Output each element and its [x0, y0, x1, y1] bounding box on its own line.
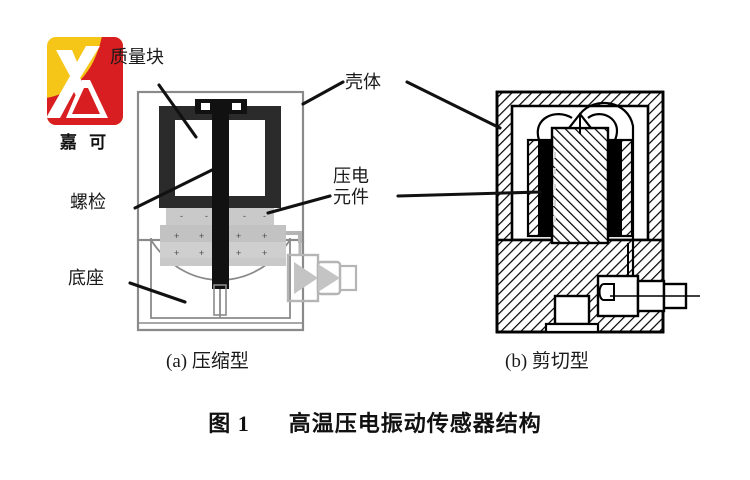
bottom-flange-b — [544, 322, 600, 334]
svg-text:+: + — [236, 231, 241, 241]
leader-housing-right — [405, 80, 502, 130]
wire-loop-left-b — [536, 113, 573, 141]
electrode-marks-b — [553, 152, 556, 222]
connector-arrow-2-a — [318, 264, 340, 292]
screw-shank-a — [212, 99, 229, 289]
leader-housing-left — [301, 80, 345, 106]
callout-piezo-line2: 元件 — [333, 186, 369, 207]
screw-tip-a — [213, 284, 227, 316]
leader-piezo-a — [266, 194, 332, 215]
bottom-block-b — [553, 294, 591, 326]
diagram-a-compression: -- -- ++ ++ ++ ++ -- -- — [136, 90, 358, 332]
leader-base — [128, 281, 187, 304]
subcaption-b: (b) 剪切型 — [505, 351, 589, 372]
figure-title-text: 高温压电振动传感器结构 — [288, 411, 542, 436]
leader-screw — [133, 168, 214, 210]
wire-lead-b — [579, 101, 635, 280]
svg-text:+: + — [236, 248, 241, 258]
callout-screw: 螺检 — [70, 192, 106, 212]
svg-text:+: + — [199, 231, 204, 241]
connector-arrow-1-a — [294, 262, 318, 294]
piezo-charge-signs-a: -- -- ++ ++ ++ ++ -- -- — [174, 211, 267, 268]
jiake-logo-mark — [47, 37, 123, 125]
piezo-plate-right-b — [608, 140, 622, 236]
svg-text:+: + — [262, 231, 267, 241]
jiake-logo: 嘉 可 — [46, 36, 126, 161]
callout-piezo-line1: 压电 — [333, 166, 369, 186]
svg-text:+: + — [174, 231, 179, 241]
leader-piezo-b — [396, 190, 542, 198]
svg-text:+: + — [199, 248, 204, 258]
callout-piezo-element: 压电 元件 — [333, 166, 369, 207]
svg-text:-: - — [263, 211, 266, 221]
screw-socket-right-a — [232, 103, 241, 110]
connector-tip-a — [338, 264, 358, 292]
callout-mass-block: 质量块 — [110, 47, 164, 67]
leader-lines — [128, 80, 542, 304]
figure-title: 图 1 高温压电振动传感器结构 — [0, 406, 750, 438]
subcaption-a: (a) 压缩型 — [166, 351, 249, 372]
connector-cap-b — [598, 283, 615, 301]
svg-text:+: + — [174, 248, 179, 258]
figure-title-number: 图 1 — [208, 411, 250, 436]
piezo-plate-left-b — [538, 140, 552, 236]
center-mass-b — [550, 126, 610, 245]
svg-text:-: - — [180, 211, 183, 221]
connector-neck-a — [286, 231, 302, 243]
screw-socket-left-a — [201, 103, 210, 110]
leader-mass-block — [157, 83, 198, 139]
svg-text:-: - — [205, 211, 208, 221]
diagram-b-shear — [495, 90, 700, 334]
callout-base: 底座 — [68, 268, 104, 288]
svg-text:-: - — [243, 211, 246, 221]
svg-text:+: + — [262, 248, 267, 258]
callout-housing: 壳体 — [345, 72, 381, 92]
jiake-logo-text: 嘉 可 — [59, 133, 111, 152]
wire-loop-right-b — [587, 113, 618, 141]
